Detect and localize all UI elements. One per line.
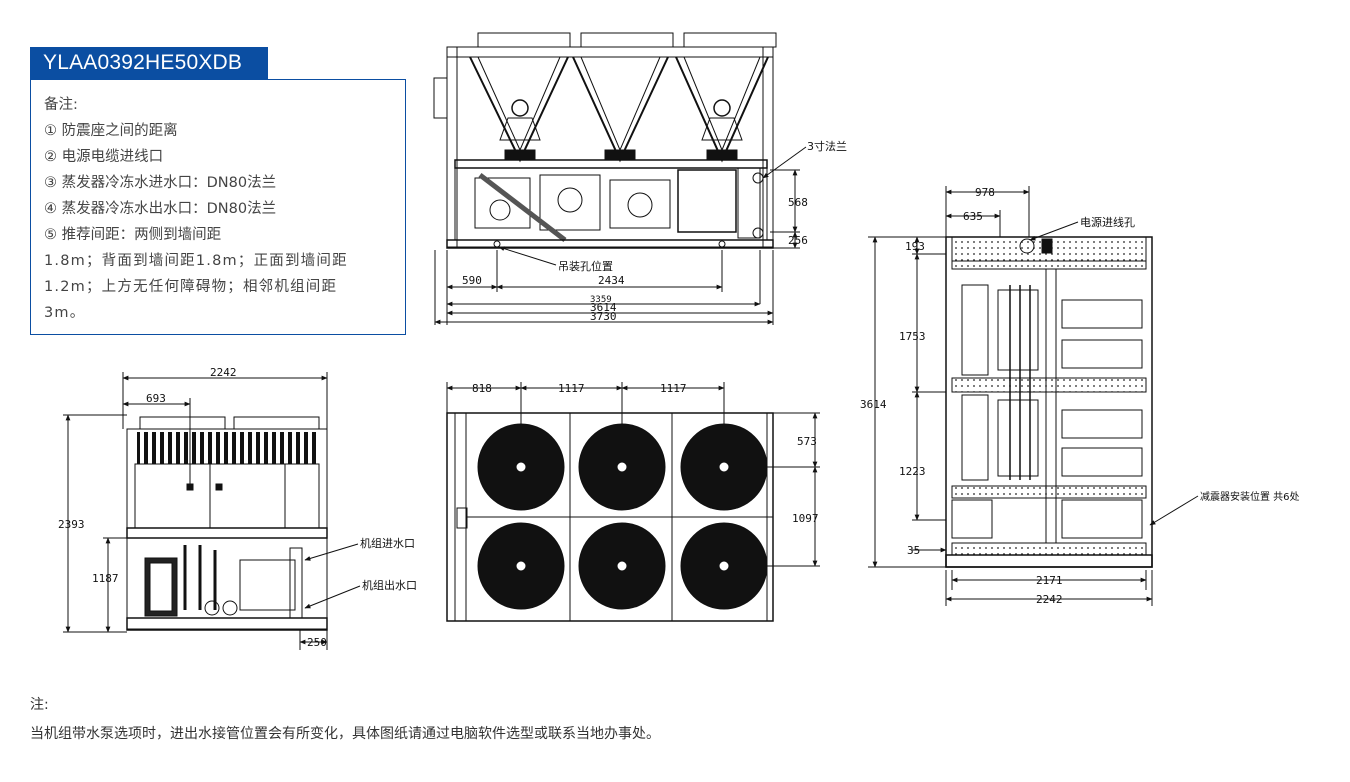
label-water-outlet: 机组出水口	[362, 578, 417, 592]
dim-693: 693	[146, 392, 166, 405]
plan-view	[868, 186, 1199, 606]
top-view-dims: 818 1117 1117 573 1097	[472, 382, 819, 525]
notes-panel: 备注: ① 防震座之间的距离 ② 电源电缆进线口 ③ 蒸发器冷冻水进水口：DN8…	[30, 79, 406, 335]
plan-view-dims: 978 635 193 1753 3614 1223 35 2171 2242 …	[860, 186, 1300, 606]
side-view	[63, 372, 361, 650]
top-view	[446, 382, 820, 622]
dim-193: 193	[905, 240, 925, 253]
front-view-dims: 590 2434 3359 3614 3730 568 256 3寸法兰 吊装孔…	[462, 139, 847, 323]
note-item: ③ 蒸发器冷冻水进水口：DN80法兰	[44, 175, 277, 191]
footer-label: 注:	[30, 697, 49, 713]
dim-2393: 2393	[58, 518, 85, 531]
dim-3614: 3614	[590, 301, 617, 314]
dim-2434: 2434	[598, 274, 625, 287]
dim-1117-b: 1117	[660, 382, 687, 395]
dim-35: 35	[907, 544, 920, 557]
label-water-inlet: 机组进水口	[360, 536, 415, 550]
label-power-entry: 电源进线孔	[1080, 215, 1135, 229]
dim-3730: 3730	[590, 310, 617, 323]
dim-1753: 1753	[899, 330, 926, 343]
footer-note: 当机组带水泵选项时，进出水接管位置会有所变化，具体图纸请通过电脑软件选型或联系当…	[30, 726, 660, 742]
dim-590: 590	[462, 274, 482, 287]
note-continuation: 1.2m；上方无任何障碍物；相邻机组间距	[44, 279, 338, 295]
label-damper-position: 减震器安装位置 共6处	[1200, 490, 1300, 503]
label-lifting-hole: 吊装孔位置	[558, 259, 613, 273]
note-continuation: 1.8m；背面到墙间距1.8m；正面到墙间距	[44, 253, 348, 269]
dim-1097: 1097	[792, 512, 819, 525]
side-view-dims: 2242 693 2393 1187 250 机组进水口 机组出水口	[58, 366, 417, 649]
dim-573: 573	[797, 435, 817, 448]
dim-818: 818	[472, 382, 492, 395]
dim-2242: 2242	[210, 366, 237, 379]
dim-1187: 1187	[92, 572, 119, 585]
dim-978: 978	[975, 186, 995, 199]
model-title: YLAA0392HE50XDB	[30, 47, 268, 79]
dim-3359: 3359	[590, 295, 612, 305]
note-item: ⑤ 推荐间距：两侧到墙间距	[44, 227, 222, 243]
dim-1223: 1223	[899, 465, 926, 478]
notes-heading: 备注:	[44, 97, 78, 113]
dim-250: 250	[307, 636, 327, 649]
dim-568: 568	[788, 196, 808, 209]
note-item: ④ 蒸发器冷冻水出水口：DN80法兰	[44, 201, 277, 217]
dim-3614: 3614	[860, 398, 887, 411]
dim-2242: 2242	[1036, 593, 1063, 606]
note-item: ① 防震座之间的距离	[44, 123, 178, 139]
note-continuation: 3m。	[44, 305, 86, 321]
front-view	[433, 32, 807, 325]
note-item: ② 电源电缆进线口	[44, 149, 164, 165]
dim-256: 256	[788, 234, 808, 247]
dim-2171: 2171	[1036, 574, 1063, 587]
dim-1117-a: 1117	[558, 382, 585, 395]
dim-635: 635	[963, 210, 983, 223]
label-flange: 3寸法兰	[807, 139, 847, 153]
